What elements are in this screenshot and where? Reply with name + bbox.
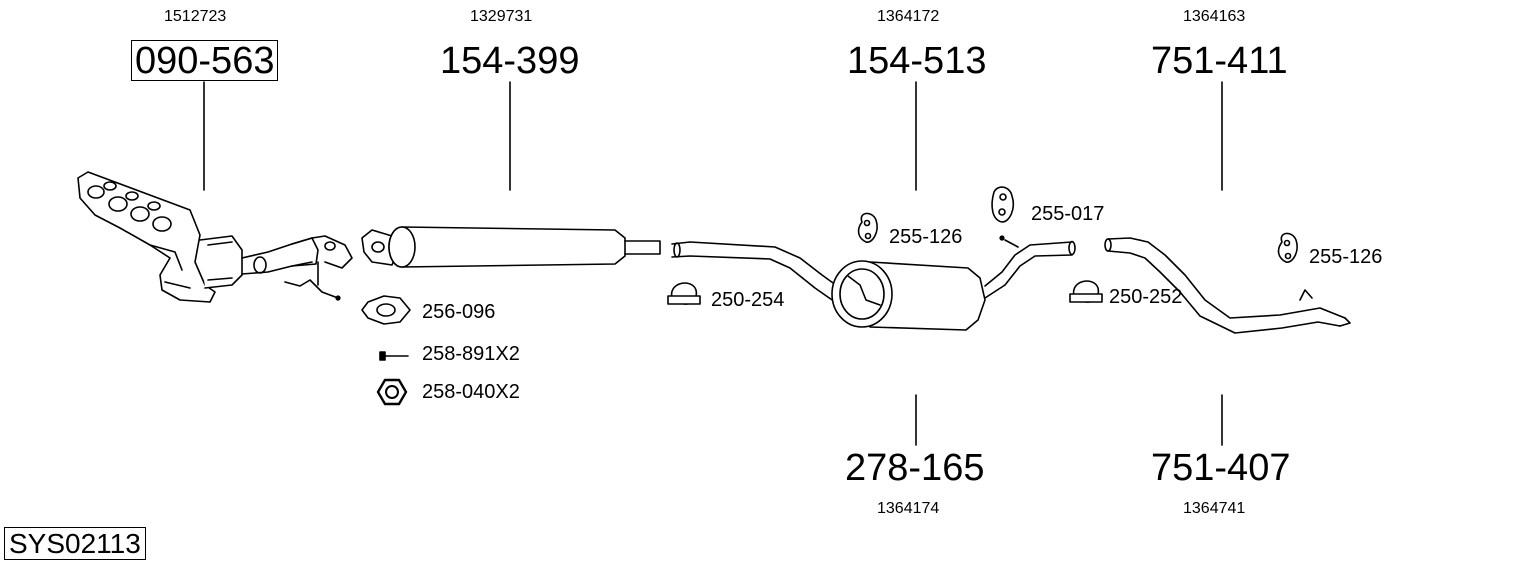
gasket-icon [361, 295, 411, 325]
manifold-catalyst-drawing [77, 171, 353, 303]
clamp-icon [667, 282, 701, 305]
oe-number: 1329731 [470, 8, 533, 25]
rubber-mount-icon [1277, 232, 1298, 263]
oe-number: 1364741 [1183, 500, 1246, 517]
accessory-label: 255-126 [889, 226, 963, 248]
accessory-label: 255-126 [1309, 246, 1383, 268]
accessory-label: 250-252 [1109, 286, 1183, 308]
accessory-label: 256-096 [422, 301, 496, 323]
part-number-label: 278-165 [845, 447, 985, 489]
oe-number: 1364172 [877, 8, 940, 25]
tail-pipe-drawing [1104, 237, 1351, 334]
part-number-label: 751-411 [1151, 40, 1288, 82]
oe-number: 1364174 [877, 500, 940, 517]
rubber-mount-icon [991, 186, 1015, 223]
part-number-label: 090-563 [131, 40, 279, 81]
accessory-label: 258-891X2 [422, 343, 520, 365]
system-id-label: SYS02113 [4, 527, 146, 560]
accessory-label: 258-040X2 [422, 381, 520, 403]
part-number-label: 751-407 [1151, 447, 1291, 489]
rubber-mount-icon [857, 212, 878, 243]
clamp-icon [1069, 280, 1103, 303]
nut-icon [376, 378, 408, 406]
accessory-label: 255-017 [1031, 203, 1105, 225]
part-number-label: 154-399 [440, 40, 580, 82]
front-silencer-drawing [361, 226, 661, 268]
middle-silencer-drawing [671, 235, 1076, 331]
oe-number: 1512723 [164, 8, 227, 25]
part-number-label: 154-513 [847, 40, 987, 82]
bolt-icon [379, 351, 409, 361]
oe-number: 1364163 [1183, 8, 1246, 25]
accessory-label: 250-254 [711, 289, 785, 311]
